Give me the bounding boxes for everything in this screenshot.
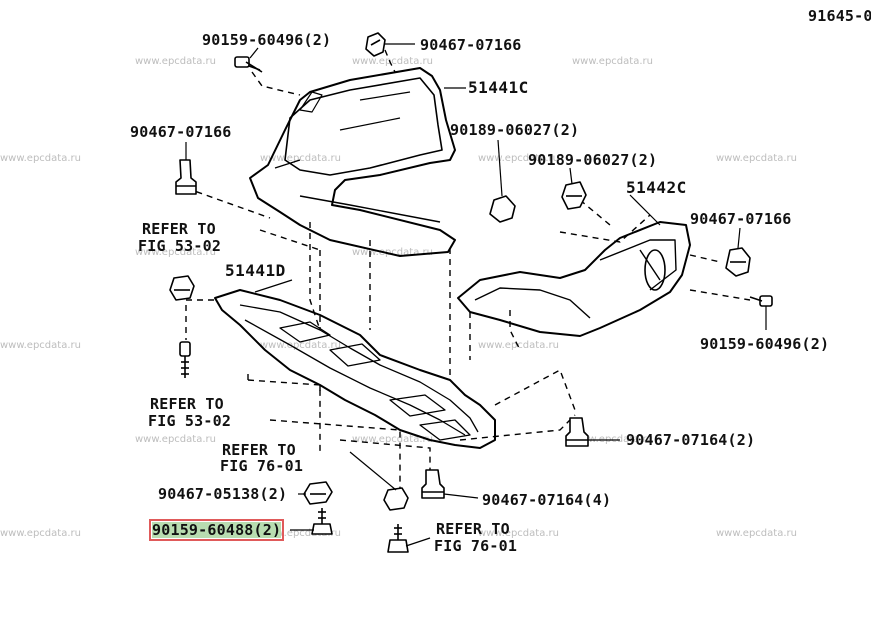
- bolt-icon: [749, 295, 773, 307]
- callout-label-highlighted[interactable]: 90159-60488(2): [148, 519, 285, 541]
- clip-icon: [725, 247, 751, 277]
- callout-label: 90467-07164(2): [626, 431, 756, 449]
- part-label-51442c: 51442C: [626, 178, 687, 197]
- refer-label[interactable]: FIG 53-02: [148, 412, 232, 430]
- watermark: www.epcdata.ru: [260, 340, 341, 351]
- watermark: www.epcdata.ru: [352, 247, 433, 258]
- callout-label: 90189-06027(2): [528, 151, 658, 169]
- part-label-51441d: 51441D: [225, 261, 286, 280]
- clip-icon: [565, 417, 589, 447]
- callout-label: 90467-05138(2): [158, 485, 288, 503]
- watermark: www.epcdata.ru: [352, 56, 433, 67]
- engine-under-cover-51442c: [457, 221, 691, 337]
- bolt-icon: [179, 341, 191, 378]
- refer-label: REFER TO: [222, 441, 296, 459]
- callout-label: 90467-07166: [420, 36, 522, 54]
- bolt-icon: [234, 56, 263, 73]
- part-label-51441c: 51441C: [468, 78, 529, 97]
- watermark: www.epcdata.ru: [0, 340, 81, 351]
- nut-icon: [303, 481, 333, 505]
- refer-label[interactable]: FIG 53-02: [138, 237, 222, 255]
- clip-icon: [365, 32, 386, 57]
- watermark: www.epcdata.ru: [260, 528, 341, 539]
- watermark: www.epcdata.ru: [716, 528, 797, 539]
- callout-label: 90467-07166: [690, 210, 792, 228]
- refer-label[interactable]: FIG 76-01: [434, 537, 518, 555]
- callout-label: 90159-60496(2): [700, 335, 830, 353]
- watermark: www.epcdata.ru: [260, 153, 341, 164]
- nut-icon: [169, 275, 195, 301]
- callout-label: 90189-06027(2): [450, 121, 580, 139]
- clip-icon: [175, 159, 197, 195]
- refer-label: REFER TO: [436, 520, 510, 538]
- watermark: www.epcdata.ru: [135, 434, 216, 445]
- watermark: www.epcdata.ru: [572, 56, 653, 67]
- watermark: www.epcdata.ru: [0, 153, 81, 164]
- clip-icon: [421, 469, 445, 499]
- refer-label: REFER TO: [150, 395, 224, 413]
- bolt-icon: [311, 508, 333, 535]
- corner-label: 91645-0: [808, 7, 871, 25]
- clip-icon: [561, 181, 587, 210]
- engine-under-cover-51441d: [214, 289, 496, 449]
- callout-label: 90159-60496(2): [202, 31, 332, 49]
- watermark: www.epcdata.ru: [135, 56, 216, 67]
- callout-label: 90467-07164(4): [482, 491, 612, 509]
- refer-label: REFER TO: [142, 220, 216, 238]
- engine-under-cover-51441c: [249, 67, 456, 257]
- watermark: www.epcdata.ru: [352, 434, 433, 445]
- watermark: www.epcdata.ru: [0, 528, 81, 539]
- refer-label[interactable]: FIG 76-01: [220, 457, 304, 475]
- clip-icon: [489, 195, 516, 223]
- bolt-icon: [387, 524, 409, 553]
- nut-icon: [383, 487, 409, 511]
- watermark: www.epcdata.ru: [478, 528, 559, 539]
- watermark: www.epcdata.ru: [716, 153, 797, 164]
- watermark: www.epcdata.ru: [135, 247, 216, 258]
- callout-label: 90467-07166: [130, 123, 232, 141]
- watermark: www.epcdata.ru: [478, 153, 559, 164]
